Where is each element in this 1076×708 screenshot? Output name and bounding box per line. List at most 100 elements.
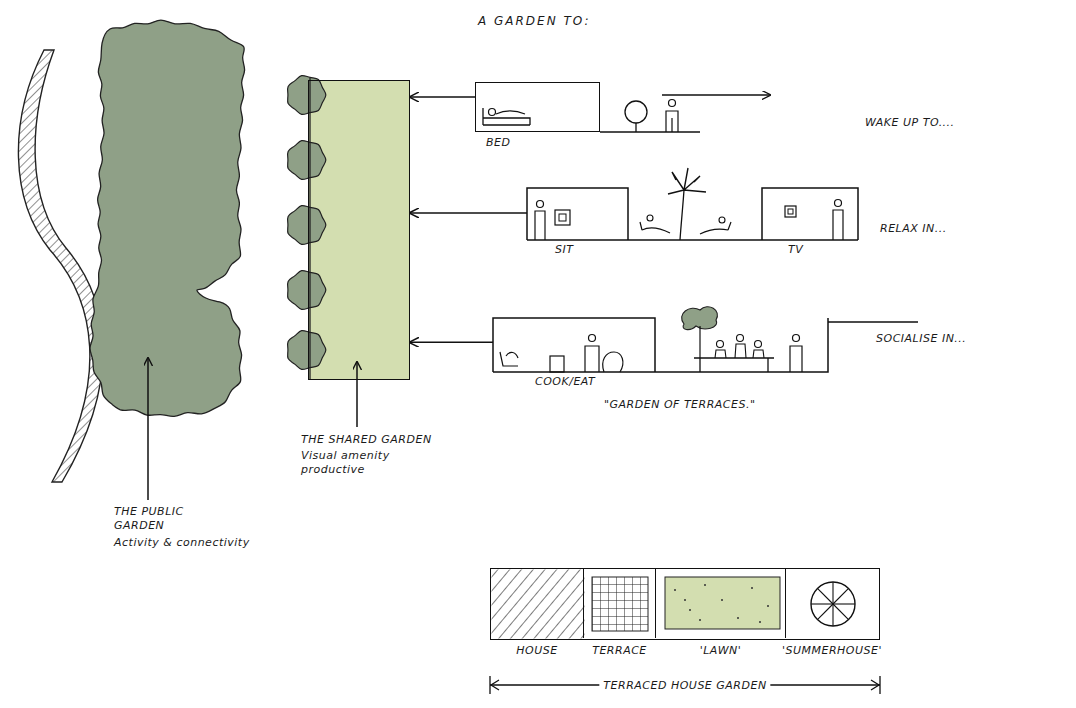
- bed-symbol: [483, 108, 530, 125]
- lawn-dot: [689, 609, 691, 611]
- tree-crown: [288, 141, 326, 180]
- lawn-dot: [767, 605, 769, 607]
- lounger-head: [647, 215, 653, 221]
- lounger-figure: [700, 222, 731, 234]
- tree-crown: [288, 271, 326, 310]
- summerhouse-spoke: [833, 604, 849, 620]
- public-leader: [147, 358, 149, 500]
- node-label: TERRACED HOUSE GARDEN: [599, 679, 770, 693]
- summerhouse-cell: 'SUMMERHOUSE': [786, 569, 878, 638]
- house-cell: HOUSE: [491, 569, 584, 638]
- node-note: Visual amenity productive: [301, 449, 401, 477]
- tv-screen: [788, 209, 793, 214]
- lawn-dot: [721, 599, 723, 601]
- bedroom-section: BED: [475, 82, 600, 132]
- person-head: [835, 200, 842, 207]
- river-band: [18, 50, 103, 482]
- chair-figure: [500, 352, 518, 366]
- lawn-dot: [737, 617, 739, 619]
- node-label: COOK/EAT: [535, 375, 595, 389]
- dining-table: [694, 358, 774, 372]
- public-garden-note: Activity & connectivity: [114, 536, 250, 550]
- node-label: SIT: [555, 243, 573, 257]
- diner-head: [737, 335, 744, 342]
- diner-head: [717, 341, 724, 348]
- sleeper-body: [496, 111, 525, 114]
- summerhouse-spoke: [832, 582, 833, 604]
- diner-bodies: [715, 344, 764, 358]
- umbrella-pole: [699, 326, 700, 358]
- lawn-dot: [699, 619, 701, 621]
- public-garden-label: THE PUBLIC GARDEN: [114, 505, 204, 533]
- terrace-grid: [592, 577, 648, 631]
- summerhouse-spoke: [817, 604, 833, 620]
- dimension-line: [490, 676, 880, 694]
- kitchen-unit: [550, 356, 564, 372]
- tree-crown: [625, 101, 647, 123]
- lounger-head: [719, 217, 725, 223]
- lawn-dots: [674, 584, 769, 623]
- row-caption: WAKE UP TO....: [865, 116, 955, 130]
- room-section: [493, 318, 655, 372]
- summerhouse-spokes: [811, 582, 855, 626]
- outlook-arrow: [662, 94, 770, 95]
- person-head: [589, 335, 596, 342]
- person-body: [833, 210, 843, 240]
- summerhouse-symbol: [811, 582, 855, 626]
- shared-garden: THE SHARED GARDENVisual amenity producti…: [308, 80, 410, 380]
- node-label: 'LAWN': [700, 644, 742, 658]
- node-label: 'SUMMERHOUSE': [782, 644, 882, 658]
- tree-stem: [309, 78, 310, 380]
- person-body: [790, 346, 802, 372]
- lawn-area: [665, 577, 780, 629]
- summerhouse-spoke: [817, 588, 833, 604]
- node-label: HOUSE: [516, 644, 557, 658]
- node-note: TV: [788, 243, 803, 257]
- house-hatch: [492, 570, 585, 639]
- terrace-cell: TERRACE: [584, 569, 656, 638]
- palm-leaves: [668, 168, 706, 194]
- diagram-title: A GARDEN TO:: [478, 14, 591, 28]
- summerhouse-spoke: [832, 604, 833, 626]
- summerhouse-spoke: [833, 603, 855, 604]
- ground-line: [527, 239, 858, 241]
- living-section: SITTV: [527, 188, 858, 240]
- room-section: [762, 188, 858, 240]
- row-caption: SOCIALISE IN...: [876, 332, 966, 346]
- kitchen-section: COOK/EAT: [493, 318, 828, 372]
- lawn-dot: [674, 589, 676, 591]
- terraced-garden-strip: TERRACED HOUSE GARDENHOUSETERRACE'LAWN''…: [490, 568, 880, 640]
- lounger-figure: [640, 222, 670, 233]
- lawn-cell: 'LAWN': [656, 569, 786, 638]
- summerhouse-spoke: [833, 588, 849, 604]
- row-caption: RELAX IN...: [880, 222, 947, 236]
- sleeper-head: [489, 109, 496, 116]
- tree-crown: [288, 206, 326, 245]
- tv-symbol: [785, 206, 796, 217]
- node-label: BED: [486, 136, 510, 150]
- lawn-dot: [684, 599, 686, 601]
- connector-arrow: [410, 342, 493, 344]
- lawn-dot: [704, 584, 706, 586]
- node-label: THE SHARED GARDEN: [301, 433, 432, 447]
- palm-trunk: [680, 190, 684, 240]
- person-body: [585, 346, 599, 372]
- person-head: [537, 201, 544, 208]
- diner-head: [755, 341, 762, 348]
- ground-line: [600, 131, 700, 133]
- tv-screen: [559, 214, 566, 221]
- tree-trunk: [635, 123, 636, 132]
- shared-leader: [356, 362, 358, 427]
- tv-symbol: [555, 210, 570, 225]
- sketch-caption: "GARDEN OF TERRACES.": [604, 398, 756, 412]
- tree-crown: [288, 331, 326, 370]
- person-head: [793, 335, 800, 342]
- person-head: [669, 100, 676, 107]
- person-body: [535, 211, 545, 240]
- tree-crown: [288, 76, 326, 115]
- lawn-dot: [751, 587, 753, 589]
- connector-arrow: [410, 96, 475, 98]
